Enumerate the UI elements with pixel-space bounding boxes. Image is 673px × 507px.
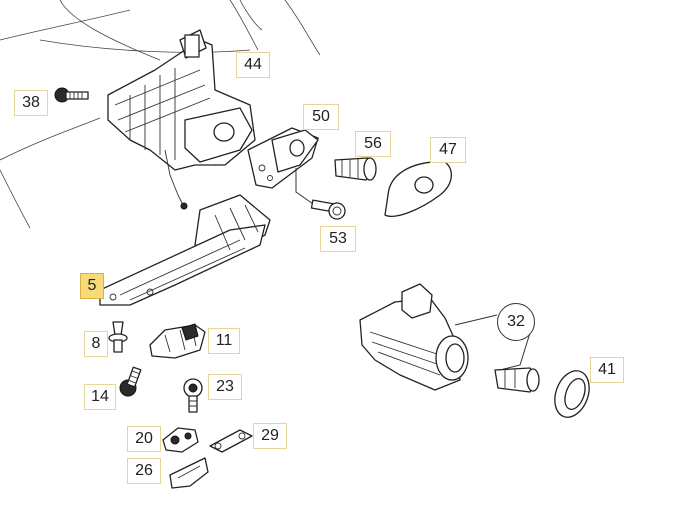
callout-41[interactable]: 41 xyxy=(590,357,624,383)
part-44-handle-housing xyxy=(107,29,256,210)
part-14-bolt xyxy=(119,366,142,397)
part-20-connector xyxy=(162,427,199,453)
part-8-clip xyxy=(108,321,128,353)
callout-14[interactable]: 14 xyxy=(84,384,116,410)
callout-23[interactable]: 23 xyxy=(208,374,242,400)
callout-32[interactable]: 32 xyxy=(497,303,535,341)
part-5-handle-lever xyxy=(99,194,271,306)
part-11-housing xyxy=(149,323,206,359)
part-47-cover-cap xyxy=(384,161,452,217)
callout-50[interactable]: 50 xyxy=(303,104,339,130)
part-32-lock-assembly xyxy=(359,283,531,391)
part-29-link xyxy=(209,429,253,453)
callout-56[interactable]: 56 xyxy=(355,131,391,157)
callout-20[interactable]: 20 xyxy=(127,426,161,452)
callout-29[interactable]: 29 xyxy=(253,423,287,449)
part-32-cylinder xyxy=(494,367,540,393)
callout-26[interactable]: 26 xyxy=(127,458,161,484)
callout-47[interactable]: 47 xyxy=(430,137,466,163)
part-50-bracket xyxy=(247,127,319,189)
door-body-outline xyxy=(0,0,321,229)
part-53-screw xyxy=(295,168,346,220)
part-38-bolt xyxy=(54,87,89,103)
callout-8[interactable]: 8 xyxy=(84,331,108,357)
callout-53[interactable]: 53 xyxy=(320,226,356,252)
part-56-lock-cylinder xyxy=(334,157,377,181)
callout-44[interactable]: 44 xyxy=(236,52,270,78)
part-26-bracket xyxy=(169,457,209,489)
part-41-ring xyxy=(554,370,590,418)
part-23-screw xyxy=(183,378,203,413)
callout-38[interactable]: 38 xyxy=(14,90,48,116)
callout-11[interactable]: 11 xyxy=(208,328,240,354)
callout-5[interactable]: 5 xyxy=(80,273,104,299)
